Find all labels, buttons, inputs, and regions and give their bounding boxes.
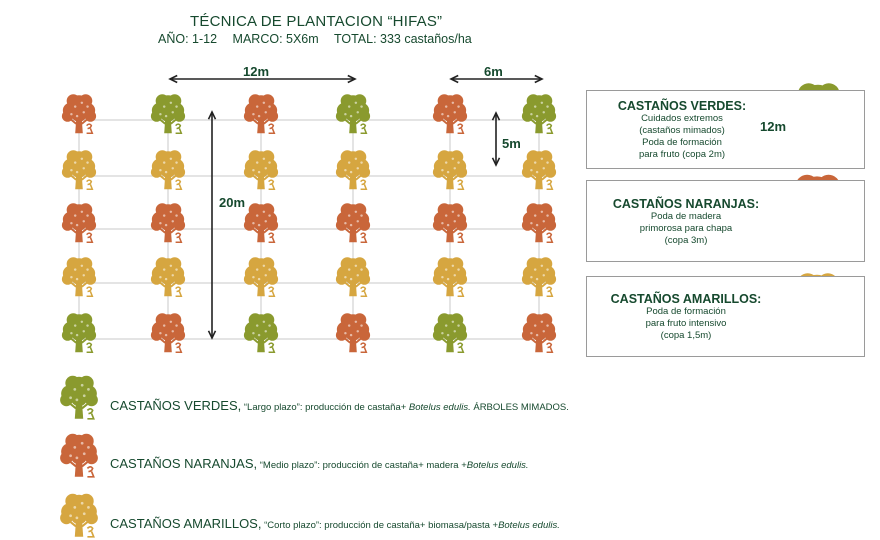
arrow-20m — [207, 110, 217, 340]
tree-naranja-icon — [432, 203, 468, 243]
legend-box-line: (castaños mimados) — [639, 125, 725, 136]
legend-box-head: CASTAÑOS AMARILLOS: — [610, 292, 762, 306]
legend-box-line: para fruto intensivo — [645, 318, 727, 329]
legend-row-species: Botelus edulis. — [466, 460, 529, 471]
arrow-12m — [168, 74, 357, 84]
tree-amarillo-icon — [150, 257, 186, 297]
legend-box-line: Poda de madera — [650, 211, 722, 222]
tree-amarillo-icon — [243, 257, 279, 297]
tree-verde-icon — [335, 94, 371, 134]
tree-amarillo-icon — [432, 257, 468, 297]
arrow-5m — [491, 111, 501, 167]
legend-row-tree-naranja-icon — [60, 433, 98, 478]
legend-box-line: para fruto (copa 2m) — [638, 149, 726, 160]
dimension-box-12m: 12m — [760, 119, 787, 134]
legend-box-line: Poda de formación — [642, 137, 722, 148]
legend-row-detail: “Corto plazo”: producción de castaña+ bi… — [261, 520, 499, 531]
tree-naranja-icon — [61, 94, 97, 134]
tree-amarillo-icon — [335, 257, 371, 297]
arrow-6m — [449, 74, 544, 84]
tree-amarillo-icon — [61, 257, 97, 297]
legend-box-head: CASTAÑOS VERDES: — [617, 99, 747, 113]
tree-naranja-icon — [432, 94, 468, 134]
tree-amarillo-icon — [521, 150, 557, 190]
legend-row-tree-amarillo-icon — [60, 493, 98, 538]
tree-verde-icon — [432, 313, 468, 353]
legend-row-detail: “Largo plazo”: producción de castaña+ — [241, 402, 409, 413]
legend-row-tree-verde-icon — [60, 375, 98, 420]
tree-verde-icon — [150, 94, 186, 134]
dimension-5m: 5m — [502, 136, 521, 151]
legend-box-verdes: CASTAÑOS VERDES: Cuidados extremos (cast… — [586, 90, 865, 169]
tree-amarillo-icon — [243, 150, 279, 190]
tree-amarillo-icon — [61, 150, 97, 190]
tree-amarillo-icon — [521, 257, 557, 297]
total-label: TOTAL: 333 castaños/ha — [333, 32, 472, 46]
legend-box-line: (copa 1,5m) — [660, 330, 712, 341]
tree-naranja-icon — [150, 313, 186, 353]
legend-box-naranjas: CASTAÑOS NARANJAS: Poda de madera primor… — [586, 180, 865, 262]
legend-box-head: CASTAÑOS NARANJAS: — [612, 197, 760, 211]
legend-box-line: Cuidados extremos — [641, 113, 723, 124]
year-label: AÑO: 1-12 — [158, 32, 218, 46]
legend-row-name: CASTAÑOS AMARILLOS, — [110, 516, 262, 531]
dimension-12m: 12m — [243, 64, 270, 79]
tree-naranja-icon — [521, 313, 557, 353]
legend-box-line: Poda de formación — [646, 306, 726, 317]
dimension-6m: 6m — [484, 64, 503, 79]
tree-naranja-icon — [243, 94, 279, 134]
tree-naranja-icon — [521, 203, 557, 243]
legend-row-verdes: CASTAÑOS VERDES, “Largo plazo”: producci… — [110, 398, 569, 413]
legend-row-naranjas: CASTAÑOS NARANJAS, “Medio plazo”: produc… — [110, 456, 529, 471]
tree-naranja-icon — [243, 203, 279, 243]
legend-box-amarillos: CASTAÑOS AMARILLOS: Poda de formación pa… — [586, 276, 865, 357]
tree-amarillo-icon — [335, 150, 371, 190]
tree-naranja-icon — [150, 203, 186, 243]
tree-verde-icon — [243, 313, 279, 353]
legend-row-detail: “Medio plazo”: producción de castaña+ ma… — [257, 460, 467, 471]
tree-naranja-icon — [335, 203, 371, 243]
tree-verde-icon — [61, 313, 97, 353]
legend-row-species: Botelus edulis. — [498, 520, 560, 531]
tree-amarillo-icon — [150, 150, 186, 190]
legend-row-amarillos: CASTAÑOS AMARILLOS, “Corto plazo”: produ… — [110, 516, 560, 531]
plantation-grid-lines — [70, 112, 552, 346]
page-title: TÉCNICA DE PLANTACION “HIFAS” — [190, 13, 443, 30]
page-subtitle: AÑO: 1-12 MARCO: 5X6m TOTAL: 333 castaño… — [158, 32, 484, 46]
legend-row-species: Botelus edulis. — [408, 402, 471, 413]
dimension-20m: 20m — [219, 195, 246, 210]
tree-amarillo-icon — [432, 150, 468, 190]
tree-verde-icon — [521, 94, 557, 134]
legend-row-detail-post: ÁRBOLES MIMADOS. — [470, 402, 569, 413]
tree-naranja-icon — [335, 313, 371, 353]
legend-box-line: (copa 3m) — [664, 235, 708, 246]
tree-naranja-icon — [61, 203, 97, 243]
legend-box-line: primorosa para chapa — [639, 223, 733, 234]
legend-row-name: CASTAÑOS NARANJAS, — [110, 456, 258, 471]
legend-row-name: CASTAÑOS VERDES, — [110, 398, 242, 413]
frame-label: MARCO: 5X6m — [232, 32, 319, 46]
